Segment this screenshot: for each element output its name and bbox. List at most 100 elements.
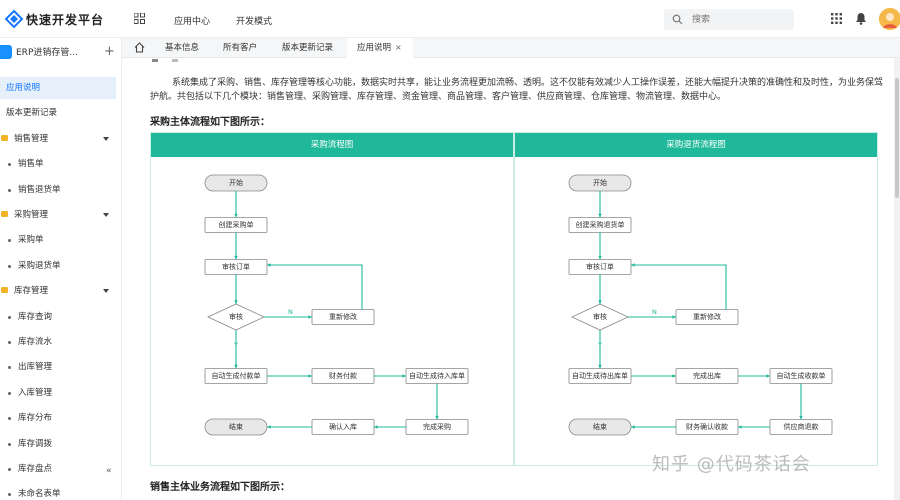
arrow-head [672,315,676,319]
tab-app-description[interactable]: 应用说明 × [347,38,413,58]
node-label: 开始 [593,178,607,187]
arrow-head [374,425,378,429]
flow-title: 采购流程图 [151,133,513,157]
sidebar-item[interactable]: 版本更新记录 [0,102,122,124]
sidebar-item[interactable]: 库存流水 [0,331,122,353]
sidebar-item-label: 入库管理 [18,387,53,398]
sidebar-item[interactable]: 未命名表单 [0,483,122,500]
sidebar-item[interactable]: 出库管理 [0,356,122,378]
avatar[interactable] [879,8,900,30]
no-label: N [652,308,657,316]
arrow-head [598,213,602,218]
collapse-sidebar-icon[interactable]: « [106,466,112,476]
intro-paragraph: 系统集成了采购、销售、库存管理等核心功能，数据实时共享，能让业务流程更加流畅、透… [150,78,884,102]
search-icon [672,14,683,25]
search-box[interactable] [664,9,794,30]
node-label: 审核订单 [222,262,250,271]
bullet-icon [8,417,11,421]
arrow-head [267,425,271,429]
bell-icon[interactable] [855,12,867,25]
sidebar-item[interactable]: 应用说明 [0,77,116,99]
arrow-head [267,263,271,267]
flow-connector [267,264,363,310]
node-label: 重新修改 [693,312,721,321]
sidebar-item-label: 采购单 [18,235,44,246]
node-label: 自动生成收款单 [777,371,826,380]
node-label: 创建采购退货单 [576,220,625,229]
node-label: 自动生成付款单 [212,371,261,380]
sidebar-item[interactable]: 销售单 [0,153,122,175]
sidebar-item[interactable]: 库存查询 [0,306,122,328]
logo-icon [4,9,24,29]
sidebar-item[interactable]: 入库管理 [0,382,122,404]
arrow-head [766,374,770,378]
nav-app-center[interactable]: 应用中心 [174,17,211,27]
sidebar-item-label: 销售单 [18,159,44,170]
sidebar-item[interactable]: 采购管理 [0,204,122,226]
close-icon[interactable]: × [395,43,402,52]
app-icon [0,45,12,59]
sidebar-item[interactable]: 库存管理 [0,280,122,302]
node-label: 审核 [593,312,607,321]
top-header: 快速开发平台 应用中心 开发模式 [0,0,900,38]
tab-bar: 基本信息 所有客户 版本更新记录 应用说明 × [122,38,900,58]
scrollbar[interactable] [894,58,900,500]
flow-title: 采购退货流程图 [515,133,877,157]
home-icon[interactable] [134,42,145,53]
arrow-head [308,374,312,378]
node-label: 自动生成待入库单 [409,371,465,380]
bullet-icon [8,315,11,319]
sidebar-item[interactable]: 采购退货单 [0,255,122,277]
yes-label: Y [233,341,238,349]
sidebar-item-label: 未命名表单 [18,489,61,500]
arrow-head [672,374,676,378]
sidebar-item-label: 采购退货单 [18,260,61,271]
folder-icon [1,287,8,294]
tab-version-history[interactable]: 版本更新记录 [282,43,334,53]
sidebar-item[interactable]: 销售管理 [0,128,122,150]
nav-dev-mode[interactable]: 开发模式 [236,17,273,27]
arrow-head [631,425,635,429]
bullet-icon [8,442,11,446]
sidebar-item-label: 库存管理 [14,286,49,297]
node-label: 财务付款 [329,371,357,380]
chevron-down-icon[interactable] [103,136,109,141]
sidebar-item-label: 应用说明 [6,83,41,93]
arrow-head [234,255,238,260]
node-label: 完成采购 [423,422,451,431]
node-label: 开始 [229,178,243,187]
grid-menu-icon[interactable] [134,13,145,24]
bullet-icon [8,391,11,395]
sidebar-item[interactable]: 库存调拨 [0,433,122,455]
arrow-head [631,263,635,267]
sidebar-item-label: 销售退货单 [18,184,61,195]
watermark: 知乎 @代码茶话会 [652,454,811,475]
chevron-down-icon[interactable] [103,213,109,217]
brand-title: 快速开发平台 [26,13,105,27]
return-flow-chart: 开始创建采购退货单审核订单审核重新修改自动生成待出库单完成出库自动生成收款单供应… [568,174,833,436]
chevron-down-icon[interactable] [103,289,109,294]
node-label: 审核 [229,312,243,321]
tab-basic-info[interactable]: 基本信息 [165,43,200,53]
sidebar-item-label: 出库管理 [18,362,53,373]
return-flow-panel: 采购退货流程图 开始创建采购退货单审核订单审核重新修改自动生成待出库单完成出库自… [514,132,878,466]
sidebar-item[interactable]: 销售退货单 [0,179,122,201]
arrow-head [598,255,602,260]
folder-icon [1,134,8,141]
sidebar-item[interactable]: 库存盘点 [0,458,122,480]
sidebar-item-label: 版本更新记录 [6,108,58,119]
node-label: 确认入库 [329,422,357,431]
yes-label: Y [597,341,602,349]
arrow-head [308,315,312,319]
sidebar: ERP进销存管... + 应用说明版本更新记录销售管理销售单销售退货单采购管理采… [0,38,122,500]
apps-icon[interactable] [831,13,842,24]
tab-all-customers[interactable]: 所有客户 [223,43,258,53]
search-input[interactable] [692,12,788,27]
bullet-icon [8,163,11,167]
node-label: 结束 [593,422,607,431]
add-icon[interactable]: + [104,44,115,59]
sidebar-item[interactable]: 库存分布 [0,407,122,429]
sidebar-item[interactable]: 采购单 [0,229,122,251]
bullet-icon [8,188,11,192]
scroll-thumb[interactable] [895,78,899,198]
